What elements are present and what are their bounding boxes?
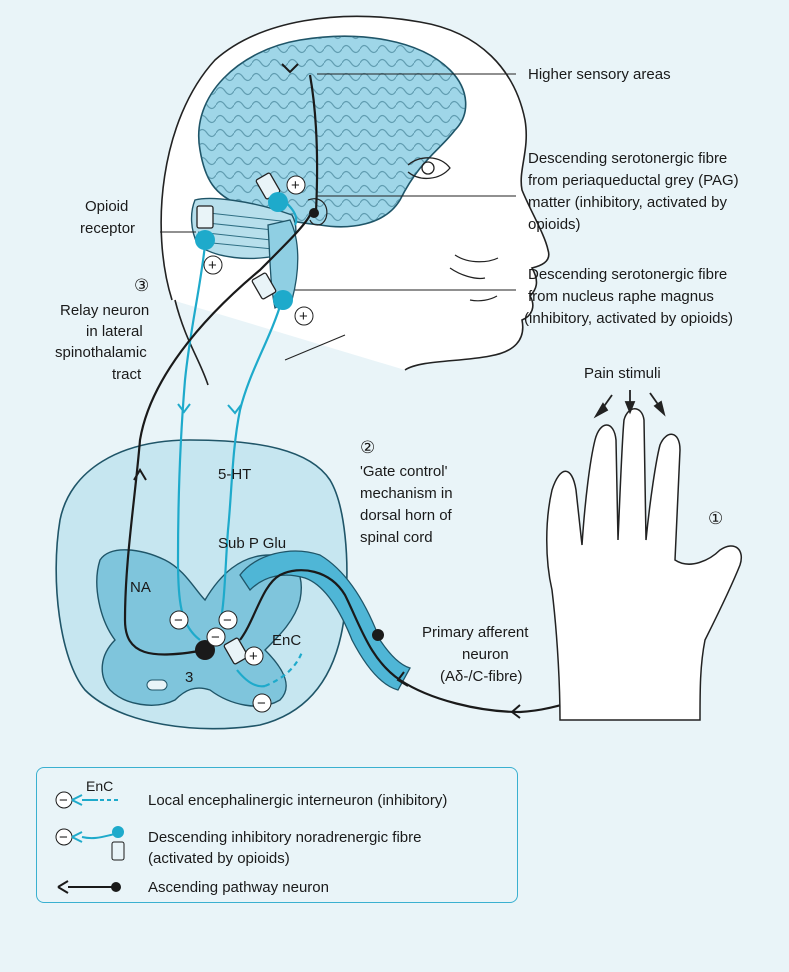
legend-ascending-symbol — [58, 881, 121, 893]
legend-item-na-line1: Descending inhibitory noradrenergic fibr… — [148, 829, 422, 846]
svg-text:EnC: EnC — [86, 778, 113, 794]
legend-enc-symbol: − EnC — [56, 778, 118, 809]
svg-text:−: − — [59, 792, 68, 809]
svg-text:−: − — [59, 829, 68, 846]
legend-item-enc: Local encephalinergic interneuron (inhib… — [148, 792, 447, 809]
legend-na-fibre-symbol: − — [56, 826, 124, 860]
legend-item-ascending: Ascending pathway neuron — [148, 879, 329, 896]
legend-item-na-line2: (activated by opioids) — [148, 850, 290, 867]
